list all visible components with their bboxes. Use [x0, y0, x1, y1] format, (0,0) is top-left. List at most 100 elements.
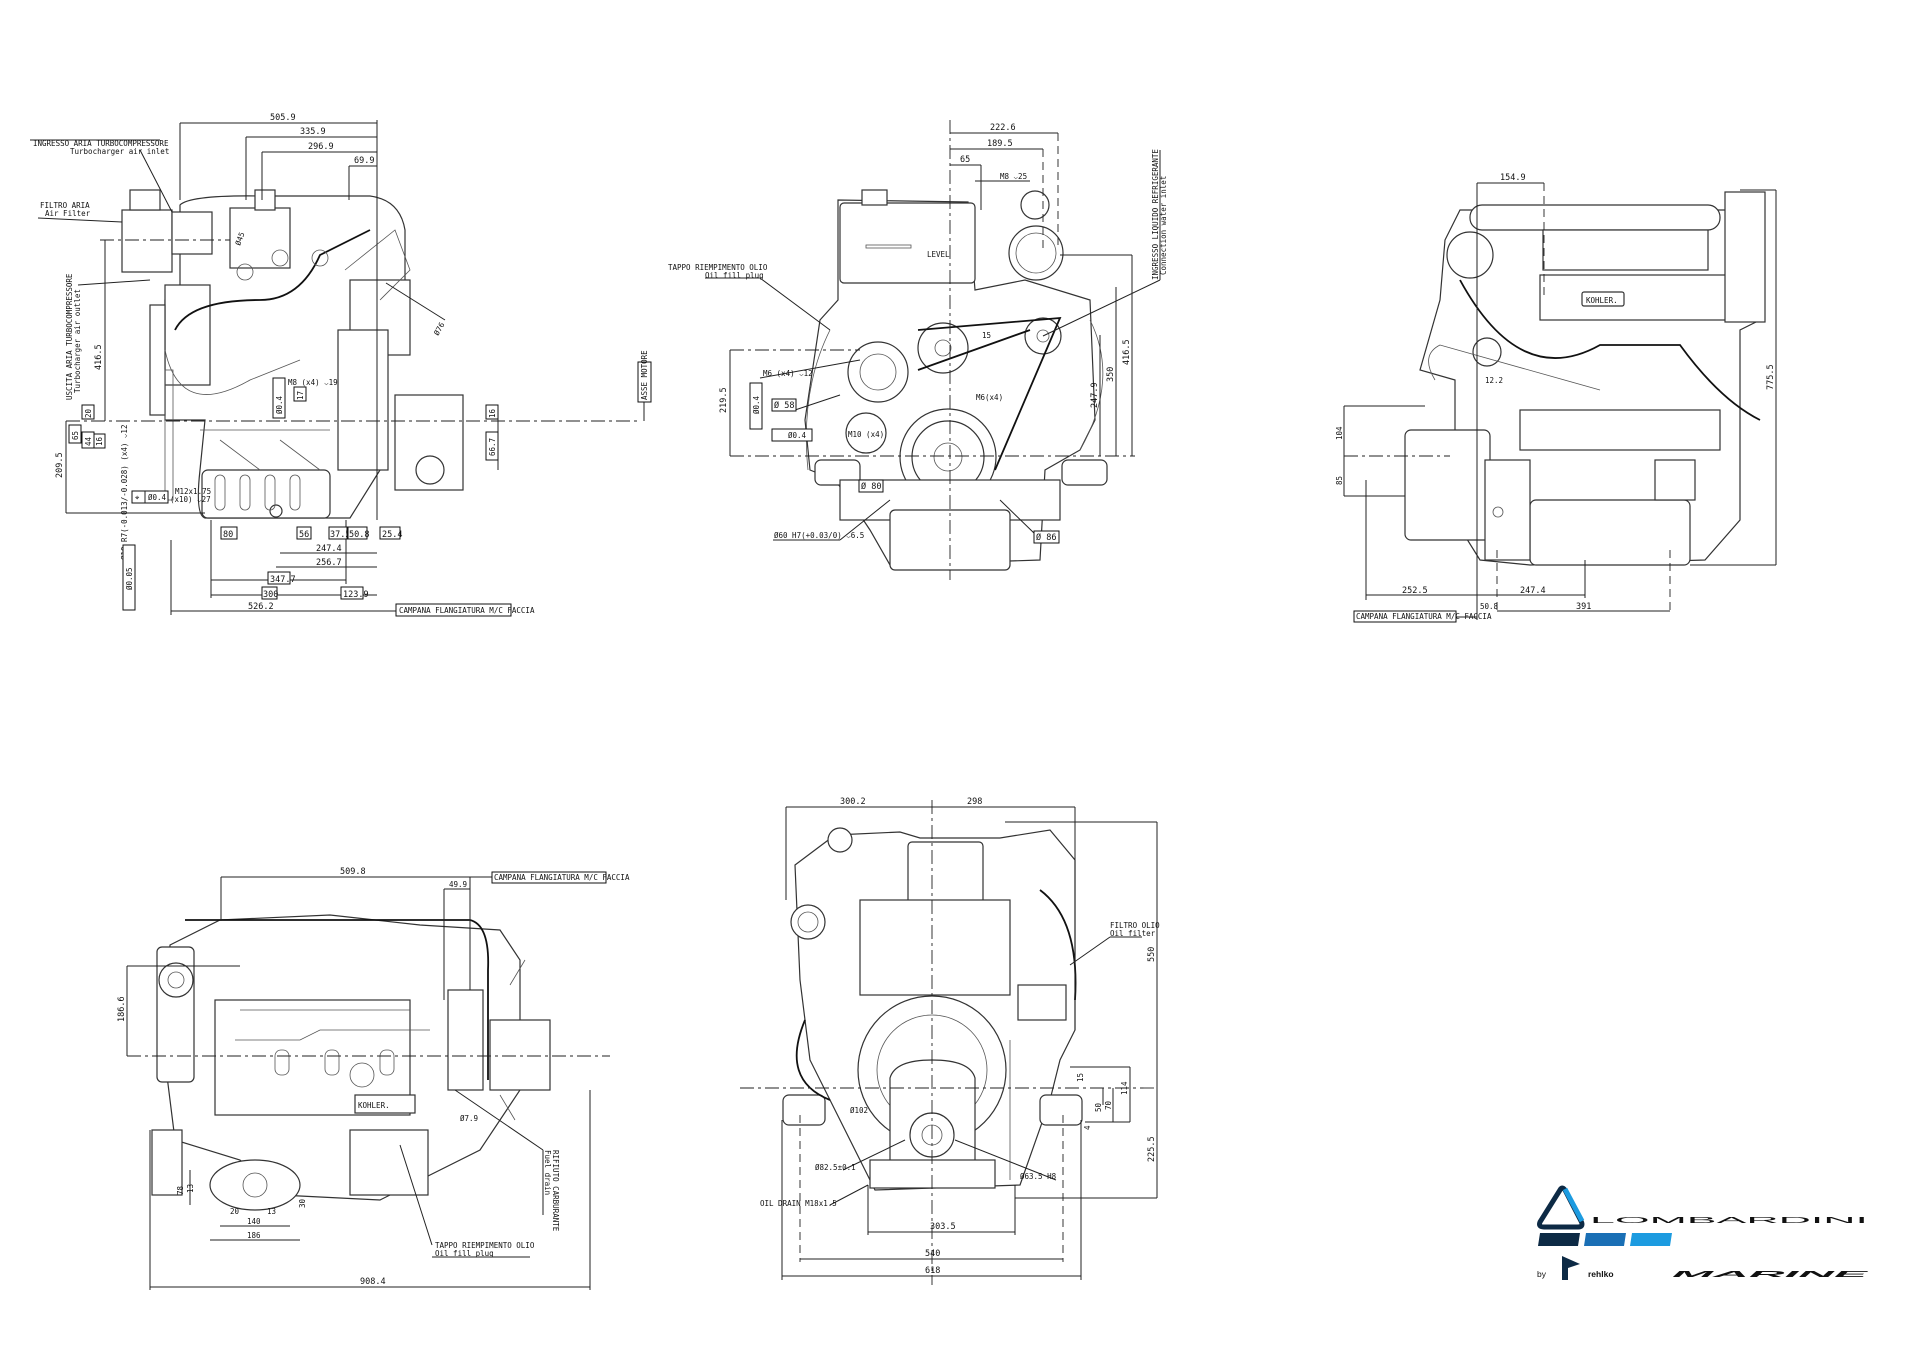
dim-618: 618 [925, 1266, 940, 1276]
engine-axis-label: ASSE MOTORE [640, 350, 649, 400]
oil-filter-label: FILTRO OLIO [1110, 921, 1160, 930]
dim-65: 65 [71, 431, 80, 440]
dim-66-7: 66.7 [488, 438, 497, 456]
kohler-badge-top: KOHLER. [358, 1101, 390, 1110]
rear-engine-drawing [782, 827, 1083, 1191]
dim-505-9: 505.9 [270, 113, 296, 123]
logo-wordmark: LOMBARDINI [1590, 1215, 1868, 1225]
oil-filter-label-en: Oil filter [1110, 929, 1156, 938]
top-view: KOHLER. 509.8 [117, 867, 630, 1290]
dim-154-9: 154.9 [1500, 173, 1526, 183]
dim-78: 78 [176, 1185, 185, 1195]
dim-50-8: 50.8 [349, 530, 369, 540]
dim-350: 350 [1106, 367, 1116, 382]
dim-d76: Ø76 [432, 320, 447, 337]
dim-d86: Ø 86 [1036, 532, 1056, 543]
dim-252-5: 252.5 [1402, 586, 1428, 596]
dim-219-5: 219.5 [719, 387, 729, 413]
dim-526-2: 526.2 [248, 602, 274, 612]
left-side-view: 505.9 335.9 296.9 69.9 416.5 209.5 20 65… [30, 113, 652, 617]
dim-d58: Ø 58 [774, 400, 794, 411]
right-side-view: KOHLER. [1335, 173, 1777, 623]
front-engine-drawing [804, 189, 1108, 571]
dim-247-4: 247.4 [316, 544, 342, 554]
logo-marine: MARINE [1672, 1269, 1869, 1279]
oil-fill-plug-label: TAPPO RIEMPIMENTO OLIO [668, 263, 768, 272]
dim-70: 70 [1104, 1100, 1113, 1110]
dim-d82-5: Ø82.5±0.1 [815, 1163, 856, 1172]
dim-300-2: 300.2 [840, 797, 866, 807]
dim-391: 391 [1576, 602, 1591, 612]
dim-d45: Ø45 [233, 231, 246, 247]
dim-80: 80 [223, 530, 233, 540]
rear-dimension-lines [740, 800, 1158, 1285]
dim-186-6: 186.6 [117, 996, 127, 1022]
coolant-inlet-label-en: Connection water inlet [1159, 176, 1168, 275]
dim-416-5: 416.5 [1122, 339, 1132, 365]
logo-by: by [1537, 1269, 1547, 1279]
logo-rehlko: rehlko [1588, 1269, 1614, 1279]
dim-15: 15 [1076, 1073, 1085, 1082]
dim-4: 4 [1083, 1125, 1092, 1130]
dim-20: 20 [230, 1207, 240, 1216]
bellhousing-label: CAMPANA FLANGIATURA M/C FACCIA [494, 873, 630, 882]
dim-17: 17 [296, 391, 305, 400]
dim-300: 300 [263, 590, 278, 600]
dim-186: 186 [247, 1231, 261, 1240]
dim-30: 30 [298, 1198, 307, 1208]
front-view: 222.6 189.5 65 M8 ⌵25 219.5 350 247.9 41… [668, 120, 1168, 580]
top-dimension-lines [126, 876, 610, 1290]
fuel-drain-label-en: Fuel drain [543, 1150, 552, 1195]
dim-20: 20 [84, 408, 93, 418]
dim-25-4: 25.4 [382, 530, 402, 540]
oil-fill-plug-label-en: Oil fill plug [435, 1249, 494, 1258]
dim-37-5: 37.5 [330, 530, 350, 540]
dim-509-8: 509.8 [340, 867, 366, 877]
dim-209-5: 209.5 [55, 452, 65, 478]
air-outlet-label-en: Turbocharger air outlet [73, 289, 82, 393]
dim-69-9: 69.9 [354, 156, 374, 166]
top-engine-drawing: KOHLER. [151, 914, 551, 1211]
dim-247-9: 247.9 [1090, 382, 1100, 408]
m12-thread-note: M12x1.75 [175, 487, 211, 496]
left-side-dimension-lines [30, 120, 645, 615]
front-dimension-labels: 222.6 189.5 65 M8 ⌵25 219.5 350 247.9 41… [668, 123, 1168, 544]
m12-thread-note-2: (x10) ⌵27 [170, 495, 211, 504]
position-tolerance-vertical: Ø0.4 [752, 395, 761, 414]
right-side-dimension-labels: 154.9 12.2 775.5 104 85 252.5 247.4 50.8… [1335, 173, 1776, 623]
dim-50: 50 [1094, 1102, 1103, 1112]
m8-thread-note: M8 ⌵25 [1000, 172, 1027, 181]
rehlko-mark-icon [1562, 1256, 1580, 1280]
dim-416-5: 416.5 [94, 344, 104, 370]
m6-thread-note-2: M6(x4) [976, 393, 1003, 402]
air-filter-label-en: Air Filter [45, 209, 91, 218]
level-label: LEVEL [927, 250, 950, 259]
bellhousing-label: CAMPANA FLANGIATURA M/C FACCIA [1356, 612, 1492, 621]
dim-296-9: 296.9 [308, 142, 334, 152]
dim-540: 540 [925, 1249, 940, 1259]
dim-347-7: 347.7 [270, 575, 296, 585]
dim-d7-9: Ø7.9 [460, 1114, 478, 1123]
top-dimension-labels: 509.8 49.9 186.6 78 13 30 20 13 140 186 … [117, 867, 630, 1287]
dim-189-5: 189.5 [987, 139, 1013, 149]
position-tolerance-vertical: Ø0.4 [275, 395, 284, 414]
dim-550: 550 [1147, 947, 1157, 962]
dim-13-b: 13 [267, 1207, 276, 1216]
position-tolerance-symbol: ⌖ [135, 493, 140, 502]
m10-thread-note: M10 (x4) [848, 430, 884, 439]
air-outlet-label: USCITA ARIA TURBOCOMPRESSORE [65, 273, 74, 400]
dim-140: 140 [247, 1217, 261, 1226]
m8-thread-note: M8 (x4) ⌵19 [288, 378, 338, 387]
position-tolerance-value: Ø0.4 [148, 493, 167, 502]
kohler-badge-right: KOHLER. [1586, 296, 1618, 305]
dim-16-b: 16 [488, 408, 497, 418]
right-side-dimension-lines [1343, 182, 1777, 620]
oil-fill-plug-label: TAPPO RIEMPIMENTO OLIO [435, 1241, 535, 1250]
coolant-inlet-label: INGRESSO LIQUIDO REFRIGERANTE [1151, 149, 1160, 280]
front-dimension-lines [705, 120, 1161, 580]
fuel-drain-label: RIFIUTO CARBURANTE [551, 1150, 560, 1232]
m6-thread-note: M6 (x4) ⌵12 [763, 369, 813, 378]
oil-fill-plug-label-en: Oil fill plug [705, 271, 764, 280]
lombardini-marine-logo: LOMBARDINI MARINE by rehlko [1537, 1185, 1869, 1280]
dim-114: 114 [1120, 1081, 1129, 1095]
